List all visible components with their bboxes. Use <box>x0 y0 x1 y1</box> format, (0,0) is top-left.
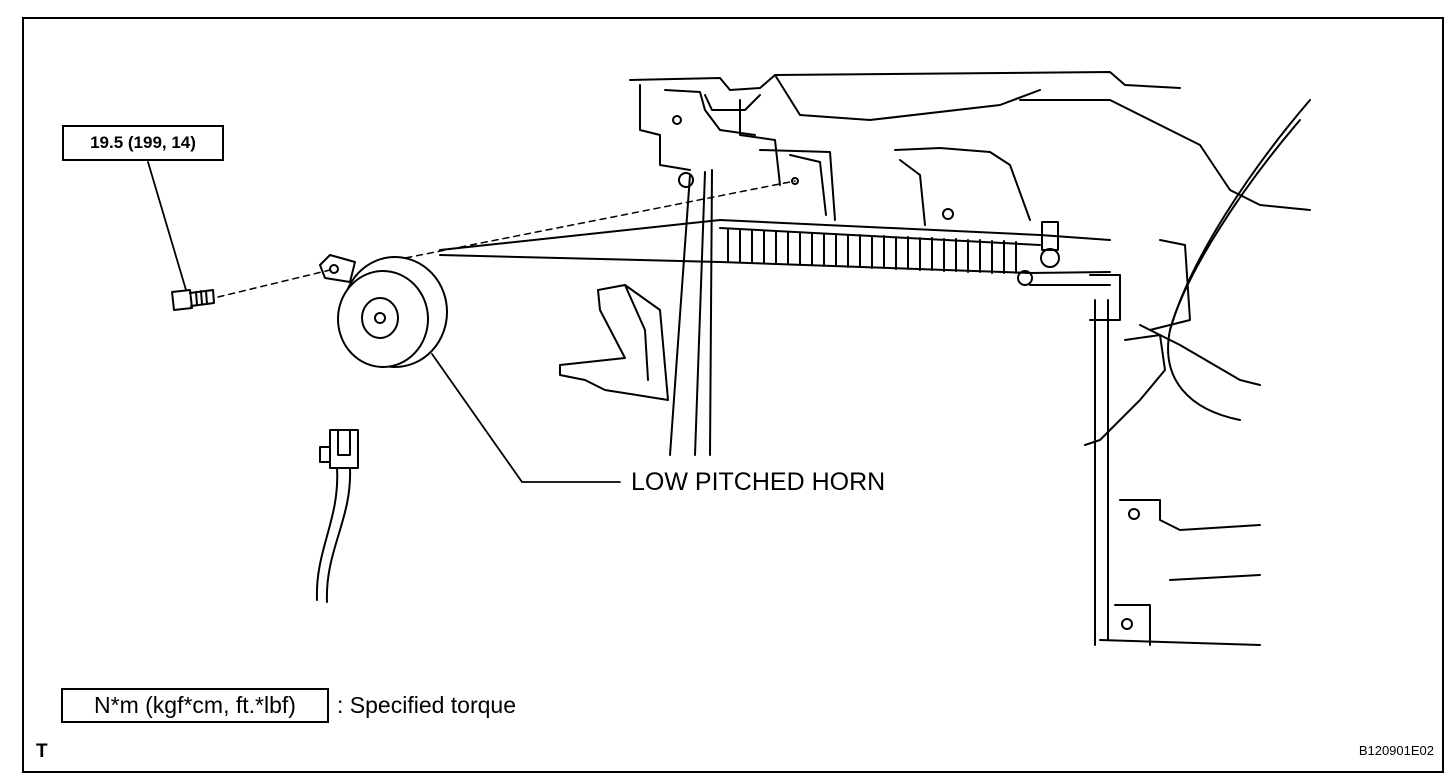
bolt <box>171 289 215 311</box>
left-bracket <box>559 284 669 401</box>
torque-callout: 19.5 (199, 14) <box>62 125 224 161</box>
fender-edge <box>1167 99 1311 421</box>
corner-code: T <box>36 741 48 762</box>
legend-torque-description: : Specified torque <box>337 692 517 718</box>
horn-connector <box>315 429 359 603</box>
installation-lines <box>217 180 796 298</box>
hood-stay <box>669 169 713 456</box>
diagram-frame <box>22 17 1444 773</box>
figure-id: B120901E02 <box>1358 743 1434 758</box>
upper-body-panel <box>629 71 1311 226</box>
horn <box>319 254 448 368</box>
legend-torque-units: N*m (kgf*cm, ft.*lbf) <box>61 688 329 723</box>
radiator-rail <box>439 219 1111 286</box>
radiator-frame <box>1084 239 1261 646</box>
leader-lines <box>147 161 621 483</box>
part-label-low-pitched-horn: LOW PITCHED HORN <box>631 468 886 496</box>
